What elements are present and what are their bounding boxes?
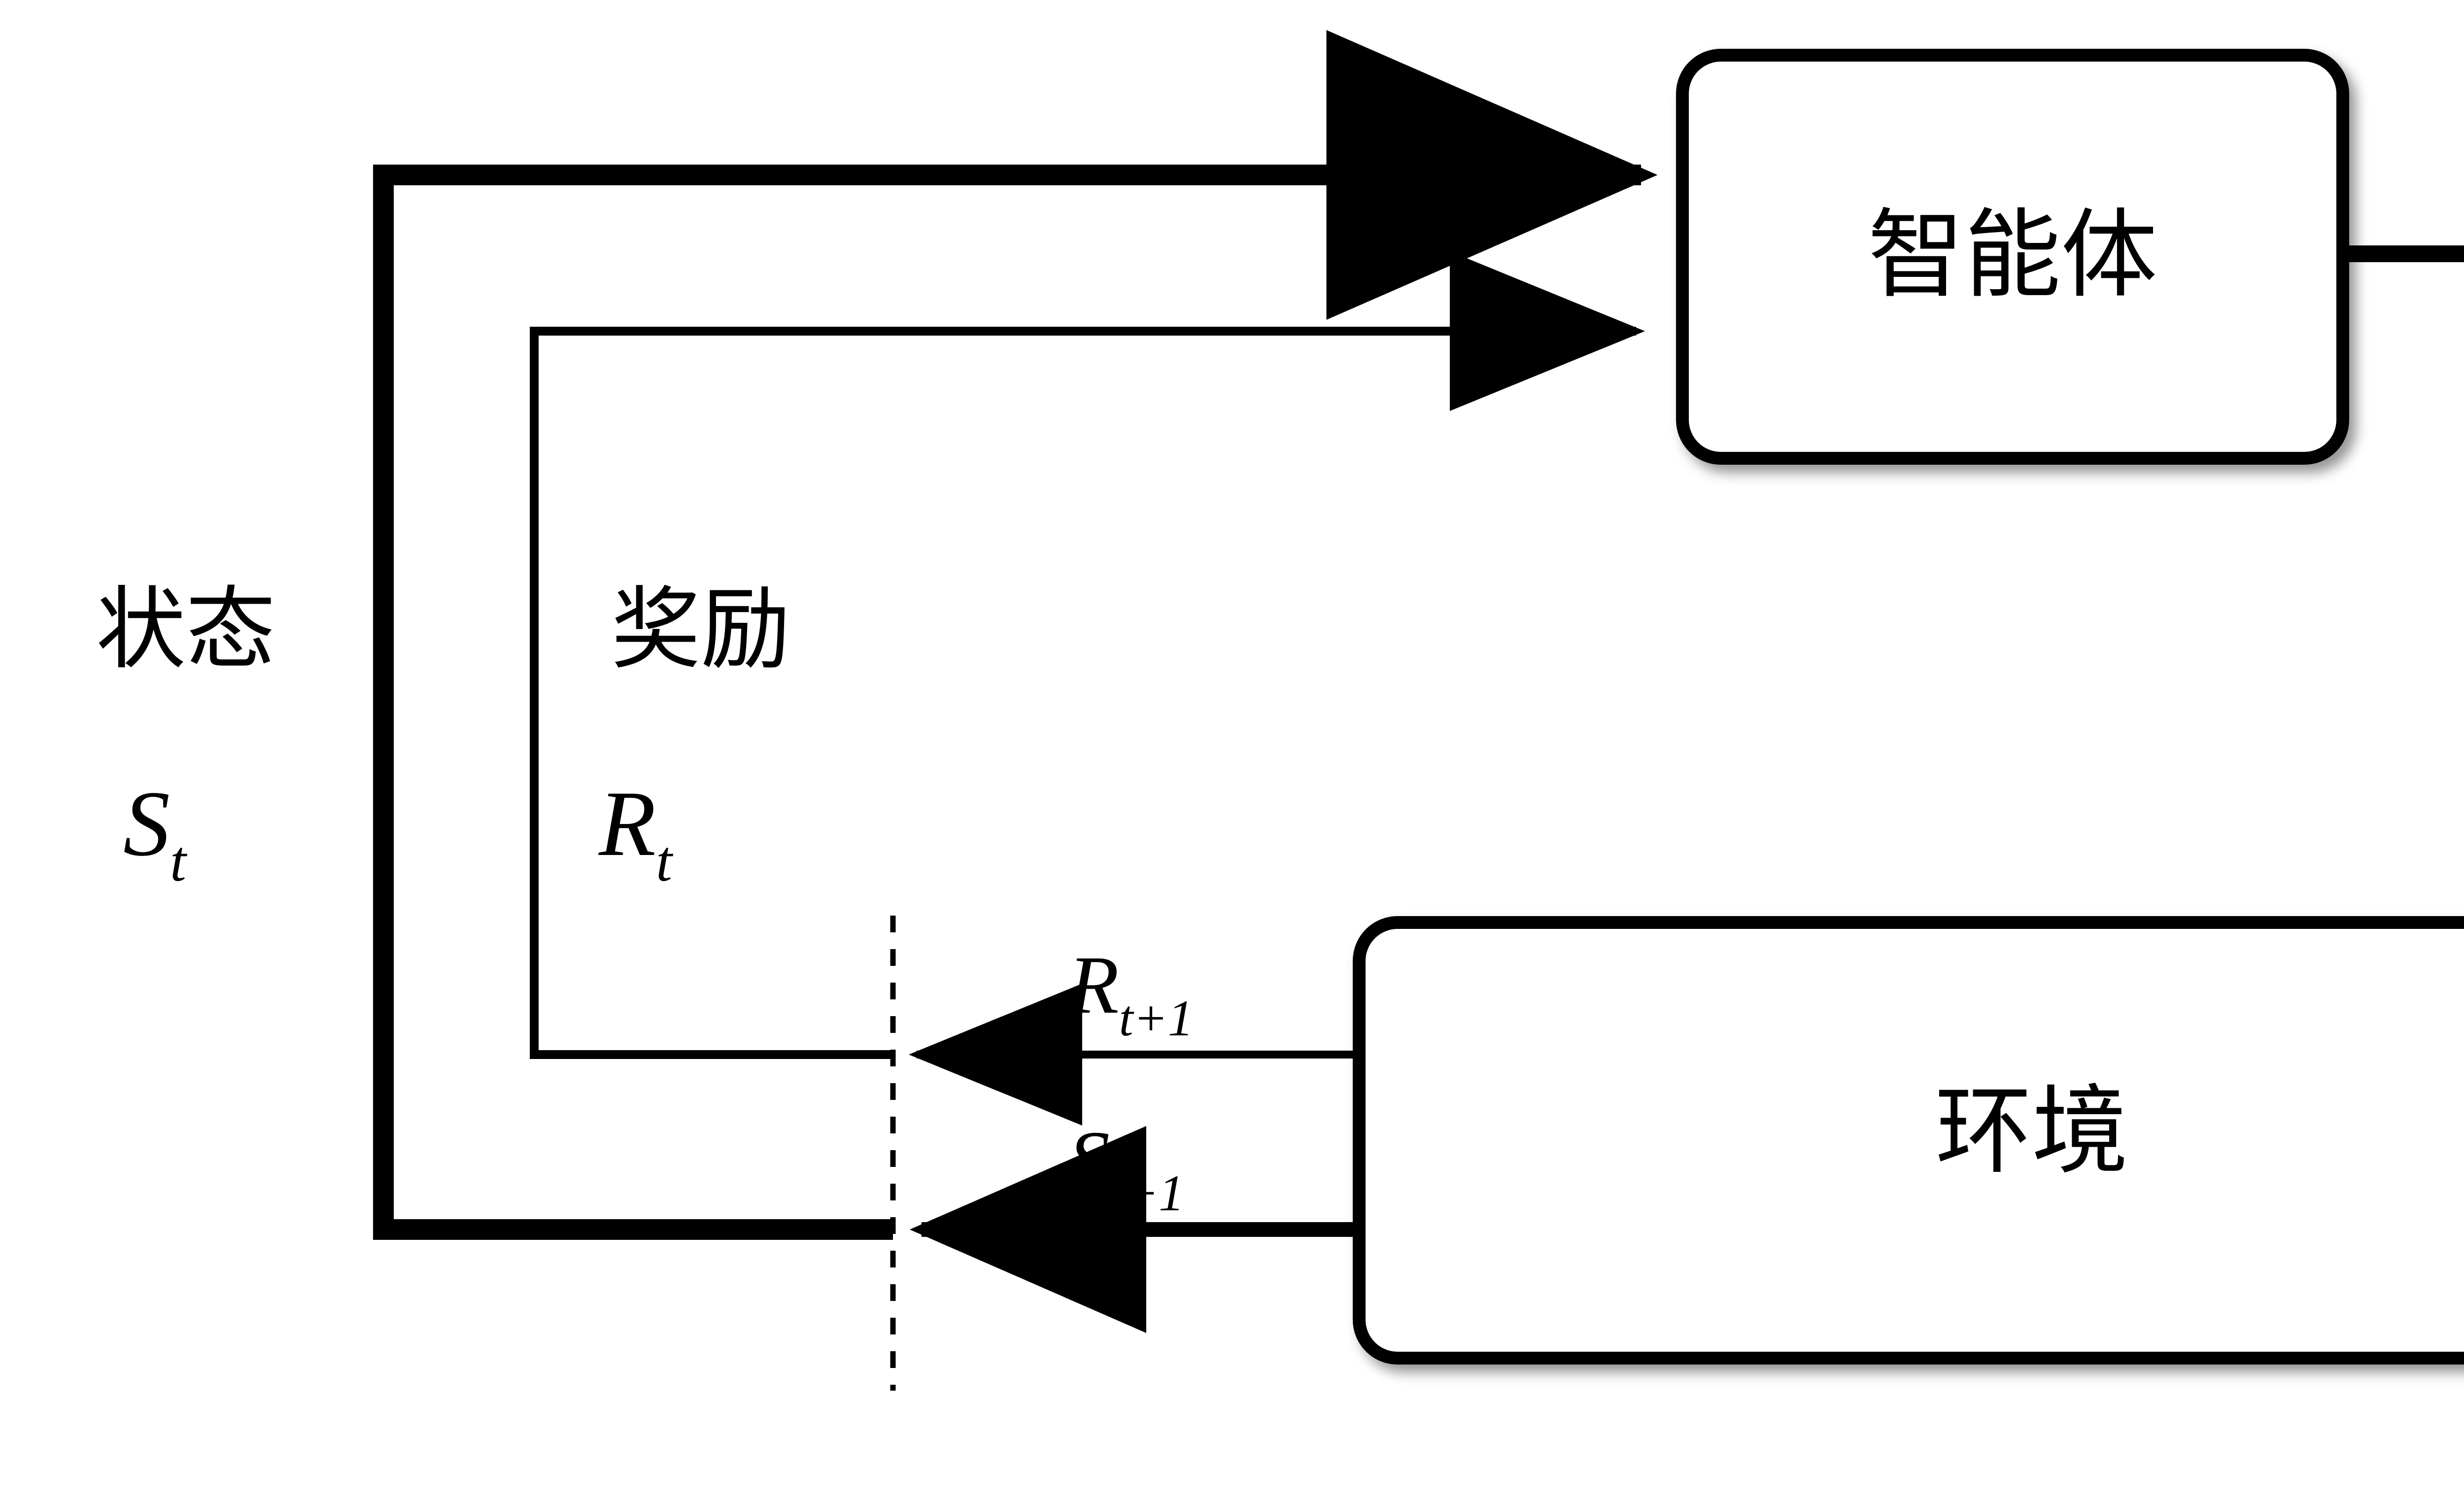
state-subscript: t xyxy=(170,829,188,893)
edge-state-to-agent xyxy=(373,30,1658,1240)
state-next-symbol-group: St+1 xyxy=(1068,1114,1184,1222)
label-reward: 奖励 Rt xyxy=(598,581,790,893)
environment-box-label: 环境 xyxy=(1935,1079,2128,1186)
edge-reward-to-agent xyxy=(530,251,1645,1059)
environment-box[interactable]: 环境 xyxy=(1353,916,2464,1365)
state-label-cn: 状态 xyxy=(96,581,275,680)
reward-label-cn: 奖励 xyxy=(611,581,790,680)
label-reward-next: Rt+1 xyxy=(1068,939,1194,1047)
reward-symbol: R xyxy=(598,772,656,876)
agent-box-label: 智能体 xyxy=(1868,203,2157,309)
label-state: 状态 St xyxy=(96,581,275,893)
state-symbol: S xyxy=(123,772,170,876)
reward-subscript: t xyxy=(656,829,674,893)
reward-next-symbol: R xyxy=(1068,939,1119,1031)
agent-box[interactable]: 智能体 xyxy=(1676,49,2349,465)
state-next-symbol: S xyxy=(1068,1114,1110,1206)
state-next-subscript: t+1 xyxy=(1110,1165,1184,1222)
label-state-next: St+1 xyxy=(1068,1114,1184,1222)
state-label-symbol: St xyxy=(123,772,188,893)
reward-next-symbol-group: Rt+1 xyxy=(1068,939,1194,1047)
reward-next-subscript: t+1 xyxy=(1119,990,1194,1047)
reward-label-symbol: Rt xyxy=(598,772,674,893)
